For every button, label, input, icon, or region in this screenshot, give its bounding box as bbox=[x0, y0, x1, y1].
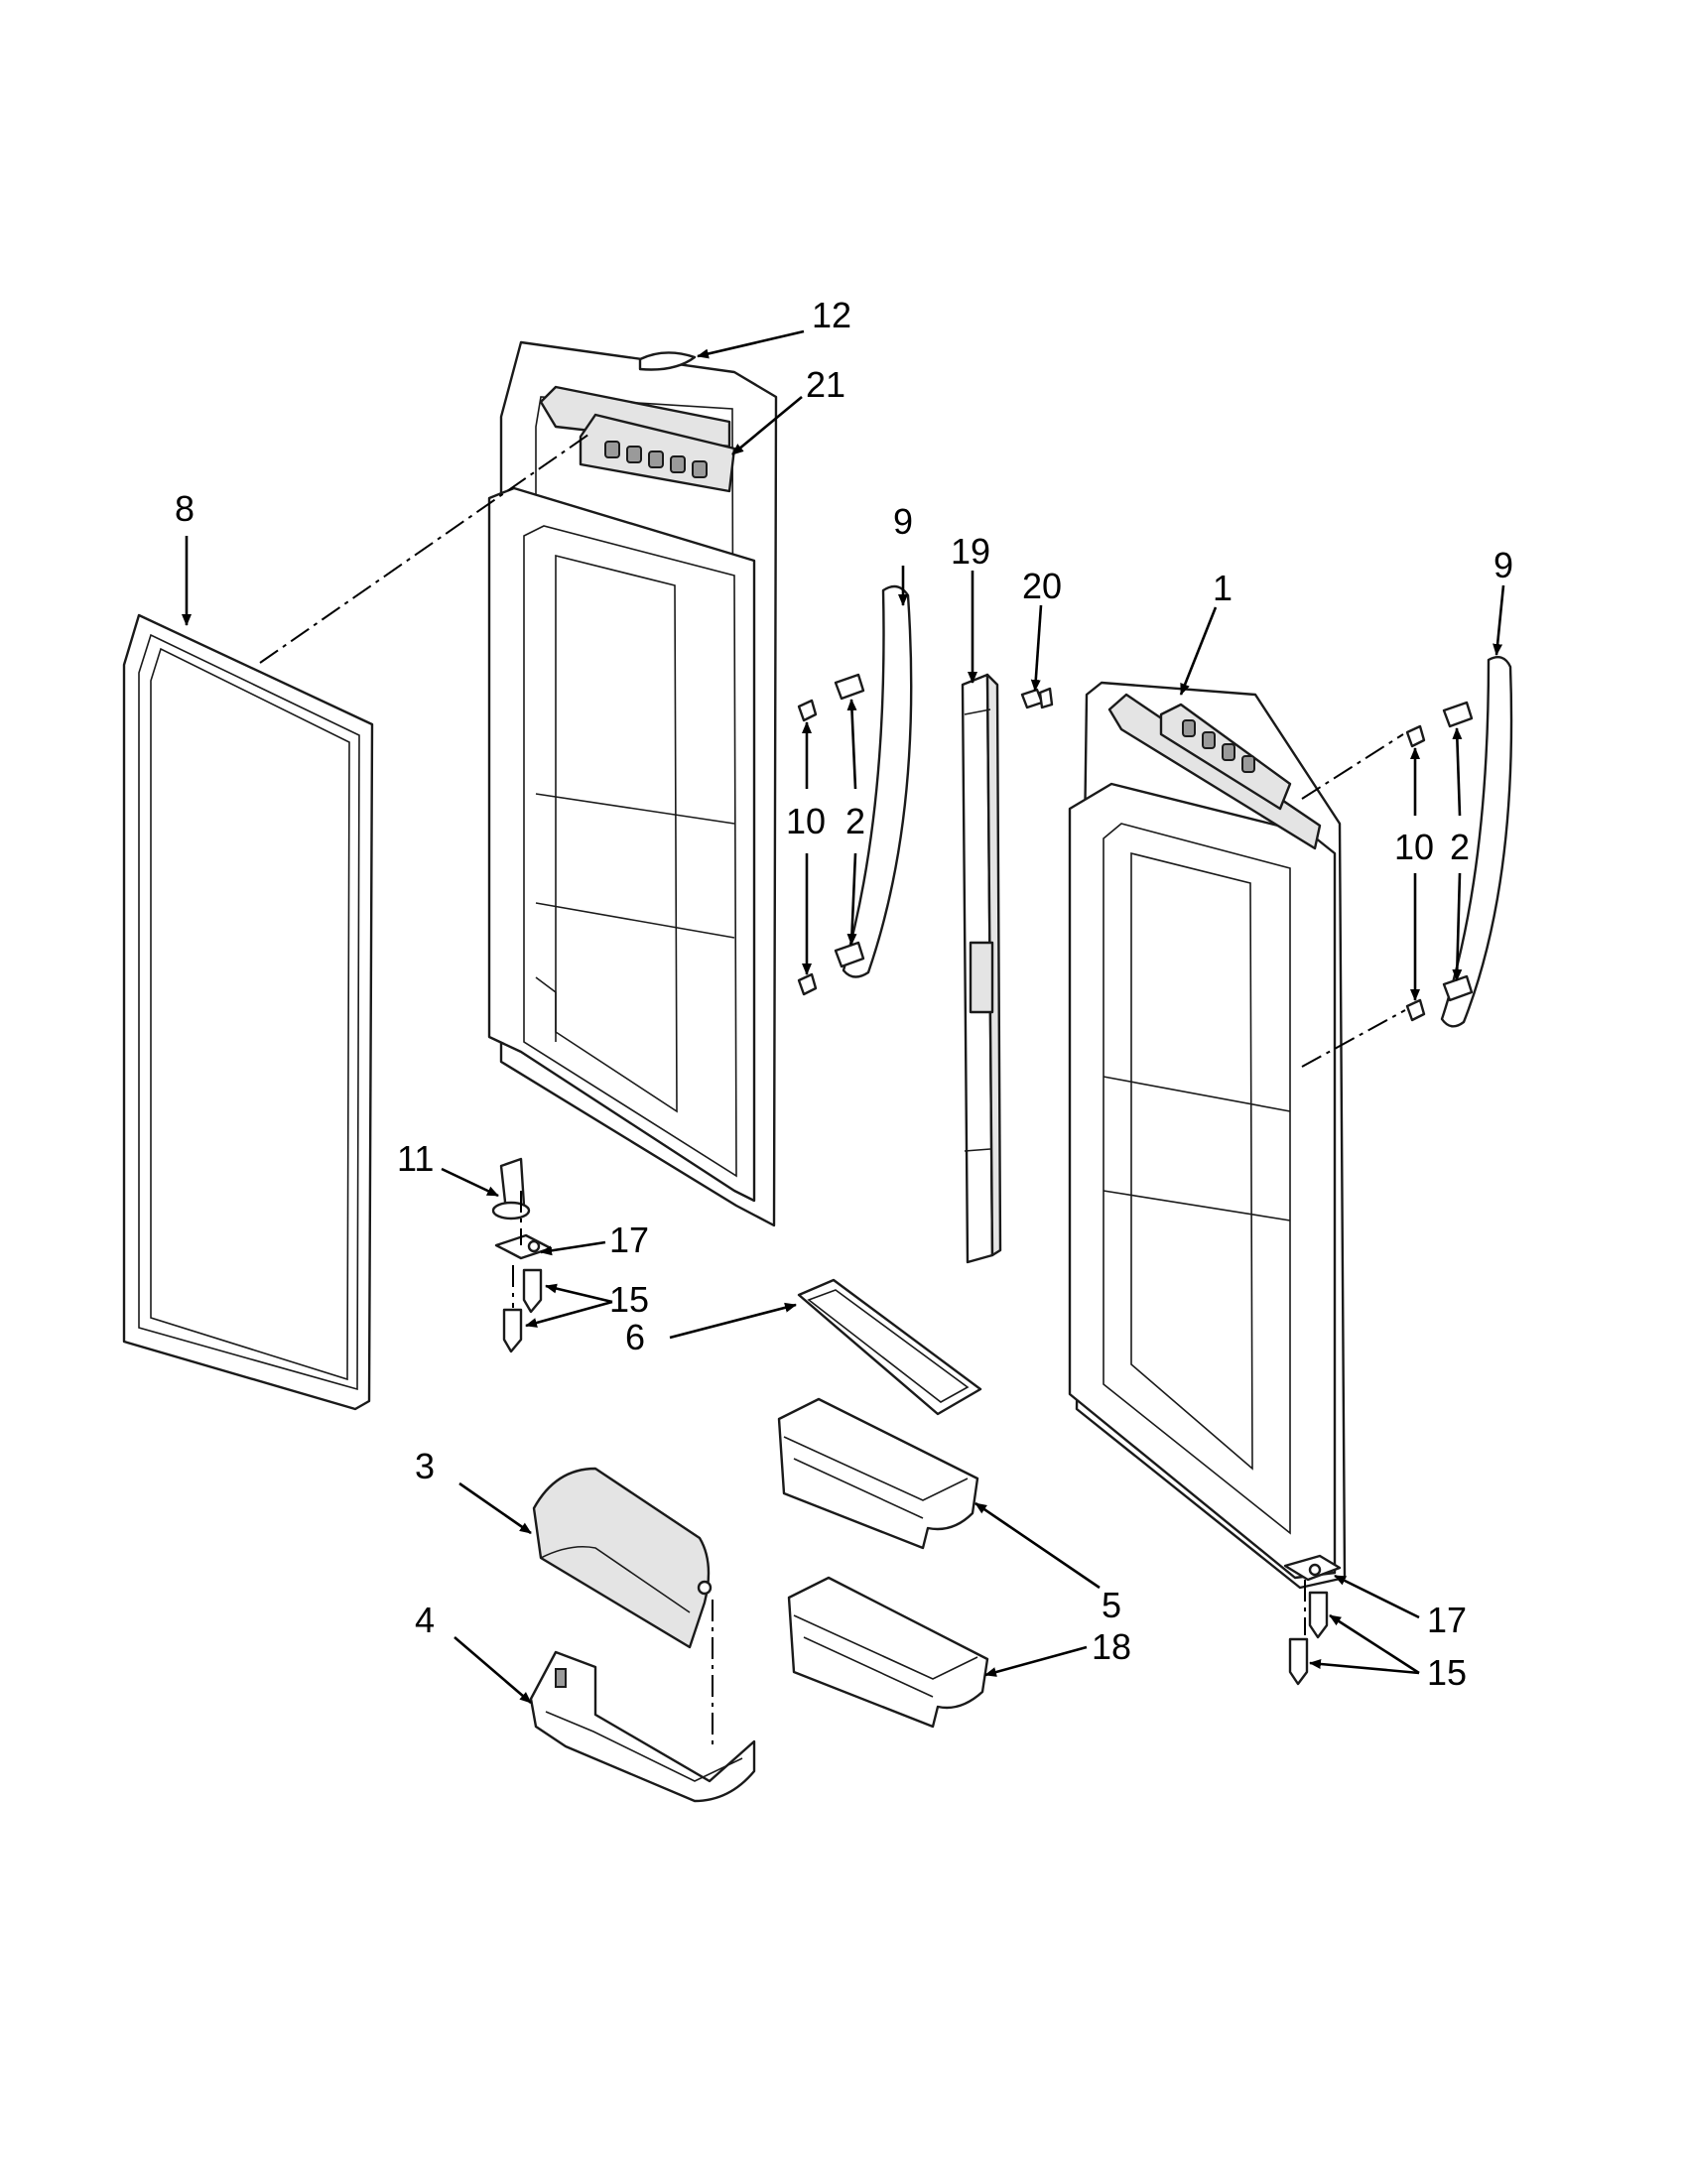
leader-lines bbox=[182, 329, 1505, 1704]
callout-15-left: 15 bbox=[609, 1279, 649, 1320]
callout-12: 12 bbox=[812, 295, 851, 335]
right-door-control-area bbox=[1159, 703, 1292, 811]
callout-9-left: 9 bbox=[893, 501, 913, 542]
dairy-bin bbox=[529, 1650, 756, 1803]
callout-2-right: 2 bbox=[1450, 827, 1470, 867]
callout-3: 3 bbox=[415, 1446, 435, 1486]
display-cover bbox=[638, 351, 697, 371]
callout-6: 6 bbox=[625, 1317, 645, 1357]
callout-9-right: 9 bbox=[1493, 545, 1513, 585]
callout-4: 4 bbox=[415, 1600, 435, 1640]
mullion-screw bbox=[1020, 687, 1054, 709]
callout-8: 8 bbox=[175, 488, 195, 529]
callout-20: 20 bbox=[1022, 566, 1062, 606]
door-bin-lower bbox=[787, 1576, 989, 1729]
left-door-liner bbox=[487, 340, 778, 1227]
left-door-hinge-parts bbox=[491, 1157, 553, 1353]
right-door-handle bbox=[1440, 656, 1513, 1028]
callout-10-left: 10 bbox=[786, 801, 826, 841]
door-mullion bbox=[961, 673, 1002, 1264]
callout-18: 18 bbox=[1092, 1626, 1131, 1667]
callout-21: 21 bbox=[806, 364, 845, 405]
callout-17-left: 17 bbox=[609, 1220, 649, 1260]
callout-15-right: 15 bbox=[1427, 1652, 1467, 1693]
right-door-hinge-parts bbox=[1283, 1554, 1342, 1686]
right-door-liner bbox=[1068, 681, 1347, 1590]
callout-19: 19 bbox=[951, 531, 990, 572]
callout-17-right: 17 bbox=[1427, 1600, 1467, 1640]
bin-cover bbox=[532, 1467, 713, 1649]
door-gasket bbox=[122, 613, 374, 1411]
shelf-cover bbox=[797, 1278, 982, 1416]
callout-labels: 12 21 8 9 19 20 1 9 10 2 10 2 11 17 15 6… bbox=[175, 295, 1513, 1693]
control-panel-housing bbox=[579, 413, 736, 493]
assembly-lines bbox=[259, 434, 1406, 1746]
left-door-handle bbox=[842, 584, 913, 978]
door-bin-upper bbox=[777, 1397, 979, 1550]
callout-10-right: 10 bbox=[1394, 827, 1434, 867]
callout-5: 5 bbox=[1102, 1585, 1121, 1625]
callout-2-left: 2 bbox=[845, 801, 865, 841]
callout-1: 1 bbox=[1213, 568, 1233, 608]
callout-11: 11 bbox=[397, 1138, 434, 1179]
